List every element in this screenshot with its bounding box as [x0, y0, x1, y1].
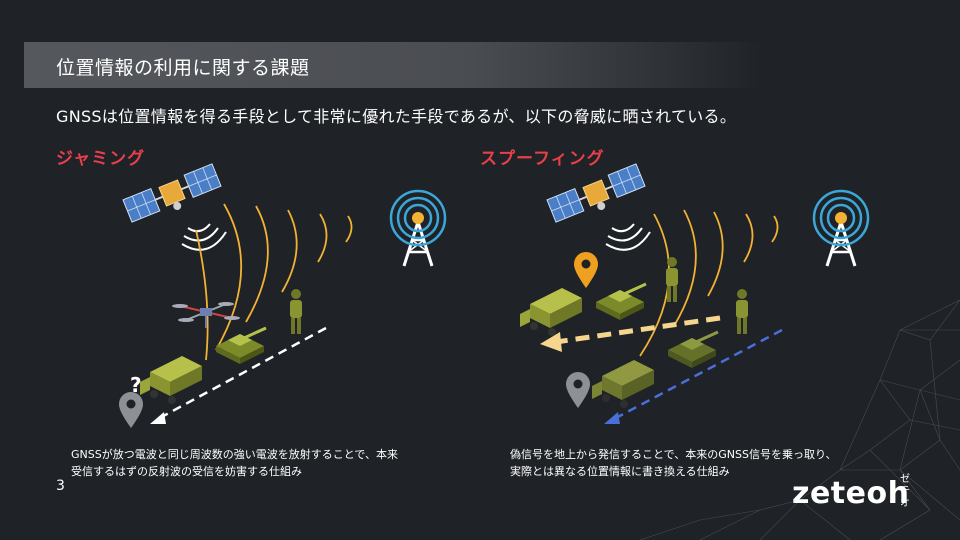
radio-tower-icon-spoof [812, 189, 870, 268]
arrow-head [150, 412, 166, 424]
jamming-description-line: 受信するはずの反射波の受信を妨害する仕組み [71, 465, 302, 478]
arrow-head-real [604, 412, 620, 424]
spoofing-illustration [520, 162, 870, 424]
satellite-signal-waves-spoof [605, 223, 651, 251]
radio-tower-icon [389, 189, 447, 268]
tank-icon-real [666, 330, 720, 370]
jamming-description: GNSSが放つ電波と同じ周波数の強い電波を放射することで、本来 受信するはずの反… [71, 446, 431, 480]
jamming-heading: ジャミング [56, 149, 146, 169]
jamming-waves [195, 203, 353, 361]
jamming-description-line: GNSSが放つ電波と同じ周波数の強い電波を放射することで、本来 [71, 448, 398, 461]
arrow-head-fake [540, 332, 562, 352]
truck-icon-real [592, 360, 654, 408]
truck-icon [140, 356, 202, 404]
location-pin-icon [119, 392, 143, 428]
satellite-signal-waves [181, 223, 227, 251]
satellite-icon [121, 162, 225, 229]
jamming-illustration [119, 162, 447, 428]
spoofing-description-line: 実際とは異なる位置情報に書き換える仕組み [510, 465, 730, 478]
gps-signal-path [155, 326, 327, 422]
location-pin-icon-fake [574, 252, 598, 288]
soldier-icon-fake [666, 257, 678, 302]
spoofing-heading: スプーフィング [480, 149, 605, 169]
company-logo: zeteoh [792, 476, 910, 511]
spoofing-description: 偽信号を地上から発信することで、本来のGNSS信号を乗っ取り、 実際とは異なる位… [510, 446, 890, 480]
soldier-icon-real [736, 289, 748, 334]
truck-icon-fake [520, 288, 582, 336]
satellite-icon-spoof [545, 162, 649, 229]
spoofing-description-line: 偽信号を地上から発信することで、本来のGNSS信号を乗っ取り、 [510, 448, 837, 461]
question-mark: ? [130, 373, 142, 397]
company-logo-kana: ゼテオ [900, 474, 910, 509]
network-mesh-decoration [639, 299, 960, 540]
slide-subtitle: GNSSは位置情報を得る手段として非常に優れた手段であるが、以下の脅威に晒されて… [56, 107, 737, 126]
soldier-icon [290, 289, 302, 334]
spoof-waves [639, 209, 779, 357]
location-pin-icon-real [566, 372, 590, 408]
drone-icon [172, 302, 240, 328]
title-bar: 位置情報の利用に関する課題 [24, 42, 764, 88]
real-signal-path [611, 328, 783, 422]
page-title: 位置情報の利用に関する課題 [56, 57, 310, 79]
tank-icon-fake [594, 282, 648, 322]
fake-signal-path [555, 315, 721, 345]
tank-icon [214, 326, 268, 366]
page-number: 3 [56, 478, 65, 494]
